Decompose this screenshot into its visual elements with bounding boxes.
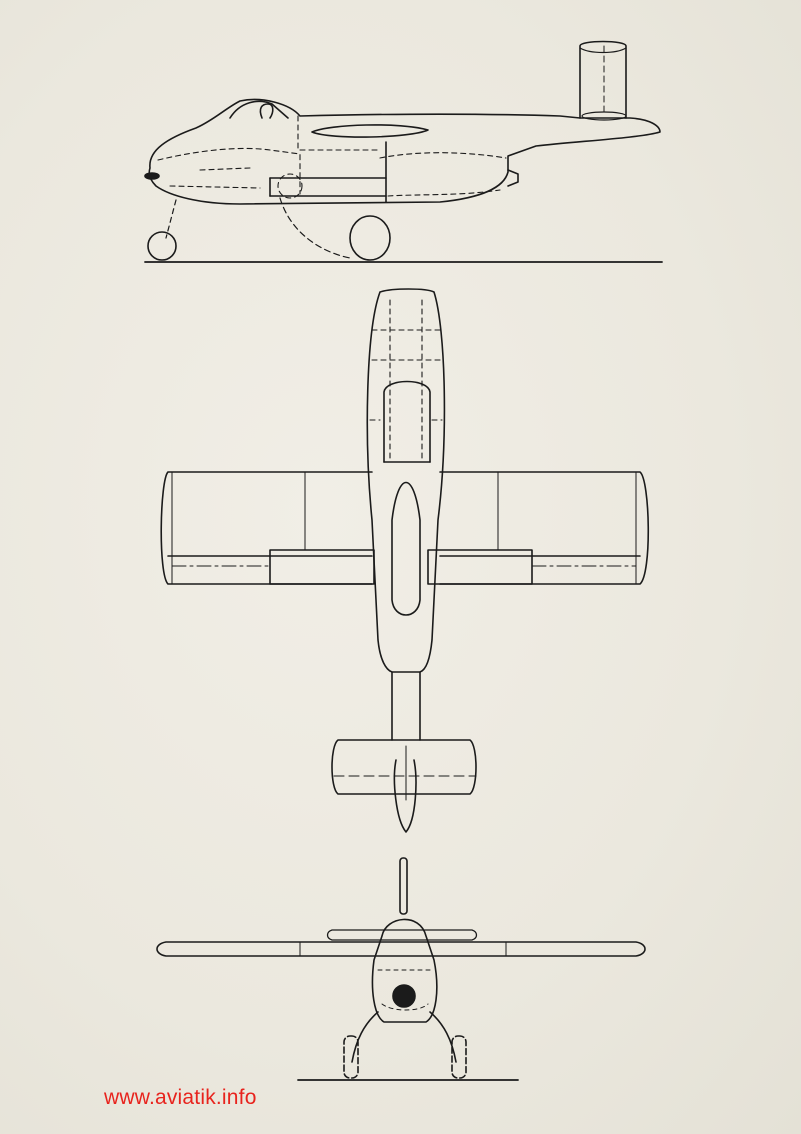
- central-jet-pod: [391, 482, 421, 616]
- front-fin: [399, 857, 408, 915]
- tail-cone: [393, 759, 417, 833]
- left-engine-nacelle: [269, 549, 375, 585]
- right-wing: [439, 471, 650, 585]
- side-fuselage-outline: [148, 98, 661, 205]
- main-wheel: [349, 215, 391, 261]
- nose-wheel: [147, 231, 177, 261]
- nose-gear-strut: [165, 199, 177, 239]
- top-fuselage-outline: [366, 288, 446, 673]
- front-intake: [392, 984, 416, 1008]
- pilot-head: [259, 103, 274, 119]
- vertical-tail: [579, 40, 627, 119]
- front-fuselage-inner: [377, 969, 433, 1011]
- canopy: [229, 100, 289, 119]
- right-engine-nacelle: [427, 549, 533, 585]
- front-gear-left: [351, 1011, 379, 1063]
- vertical-tail-cap: [579, 47, 627, 54]
- side-view: [144, 40, 663, 263]
- front-view: [156, 857, 646, 1081]
- front-horizontal-tail: [326, 929, 478, 941]
- watermark-text: www.aviatik.info: [104, 1086, 257, 1109]
- main-gear-stowed: [277, 173, 303, 199]
- main-gear-retraction-arc: [279, 197, 351, 259]
- front-wheel-left: [343, 1035, 359, 1079]
- internal-dashed-structure: [157, 115, 507, 197]
- top-dashed-fuselage: [369, 299, 443, 461]
- nose-tip: [144, 172, 160, 180]
- front-gear-right: [429, 1011, 457, 1063]
- front-wheel-right: [451, 1035, 467, 1079]
- front-wing: [156, 941, 646, 957]
- exhaust-nozzle: [507, 169, 519, 187]
- left-wing: [160, 471, 373, 585]
- horizontal-tail: [331, 739, 477, 795]
- side-intake: [311, 124, 429, 138]
- top-cockpit: [383, 380, 431, 463]
- front-fuselage: [371, 918, 438, 1023]
- top-view: [160, 288, 650, 833]
